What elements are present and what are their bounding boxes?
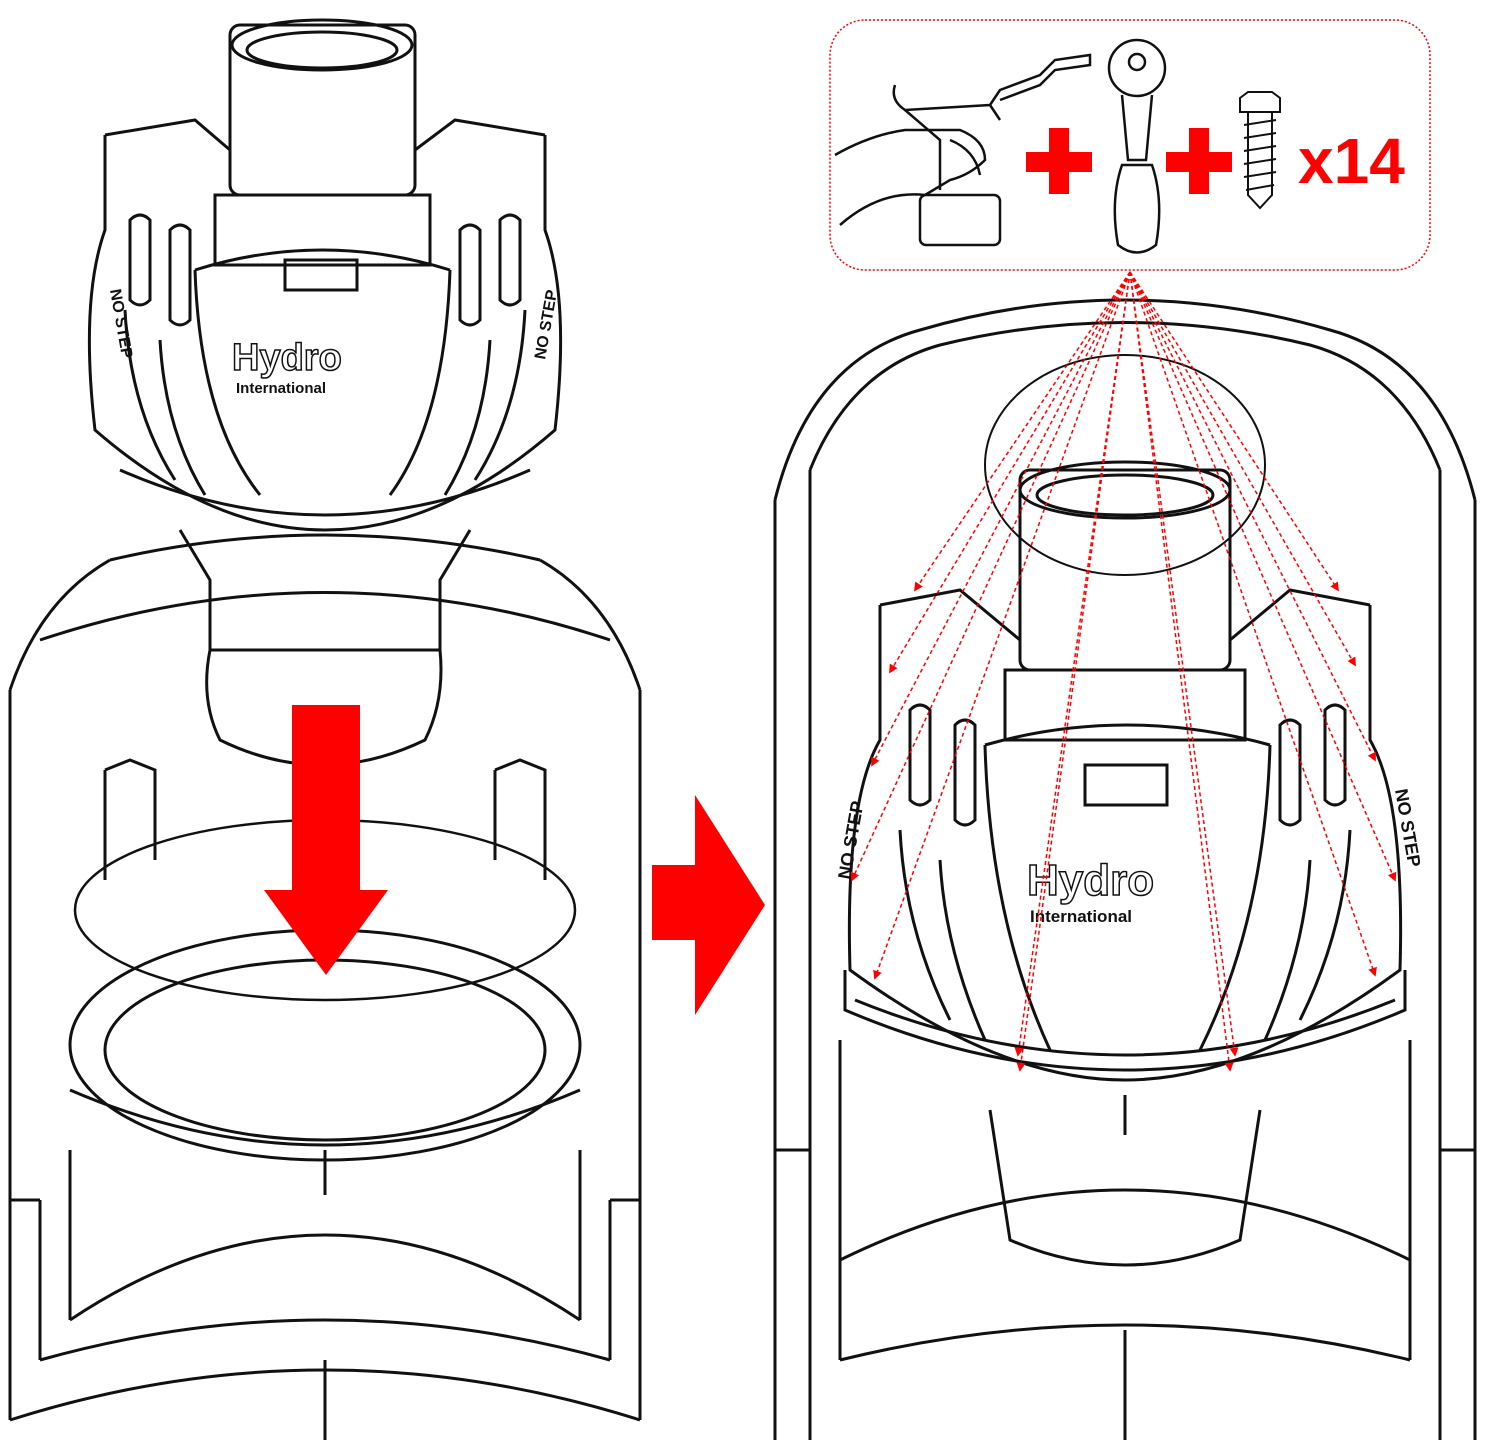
separator-unit-right — [843, 354, 1407, 1267]
no-step-label-right-1: NO STEP — [834, 799, 867, 880]
lower-into-chamber-arrow — [264, 705, 388, 975]
tools-callout: x14 — [829, 19, 1431, 271]
screw-leader-line — [1129, 271, 1376, 762]
separator-unit-left — [87, 18, 563, 767]
plus-icon-1 — [1026, 128, 1092, 194]
brand-subtext-left: International — [236, 380, 326, 397]
screw-leader-line — [871, 271, 1131, 767]
right-assembly: Hydro International NO STEP NO STEP — [773, 298, 1477, 1440]
screw-leader-line — [1129, 271, 1356, 667]
screw-leader-line — [873, 271, 1131, 980]
screw-leader-line — [1129, 271, 1239, 1057]
screw-leader-line — [889, 271, 1131, 674]
screw-leader-line — [1129, 271, 1377, 977]
screw-leader-lines — [850, 271, 1397, 1072]
manhole-chamber-left — [8, 533, 642, 1440]
screw-count-label: x14 — [1298, 125, 1405, 197]
plus-icon-2 — [1166, 128, 1232, 194]
brand-subtext-right: International — [1030, 907, 1132, 926]
drill-icon — [834, 53, 1092, 247]
brand-text-left: Hydro — [232, 337, 342, 379]
screw-icon — [1239, 91, 1281, 210]
screw-leader-line — [1129, 271, 1397, 882]
screw-leader-line — [1014, 271, 1131, 1057]
screw-leader-line — [913, 271, 1131, 592]
screw-leader-line — [1129, 271, 1234, 1072]
next-step-arrow — [652, 795, 765, 1015]
no-step-label-left-2: NO STEP — [532, 288, 561, 360]
screw-leader-line — [1129, 271, 1339, 592]
ratchet-icon — [1107, 38, 1167, 254]
manhole-chamber-right — [773, 298, 1477, 1440]
